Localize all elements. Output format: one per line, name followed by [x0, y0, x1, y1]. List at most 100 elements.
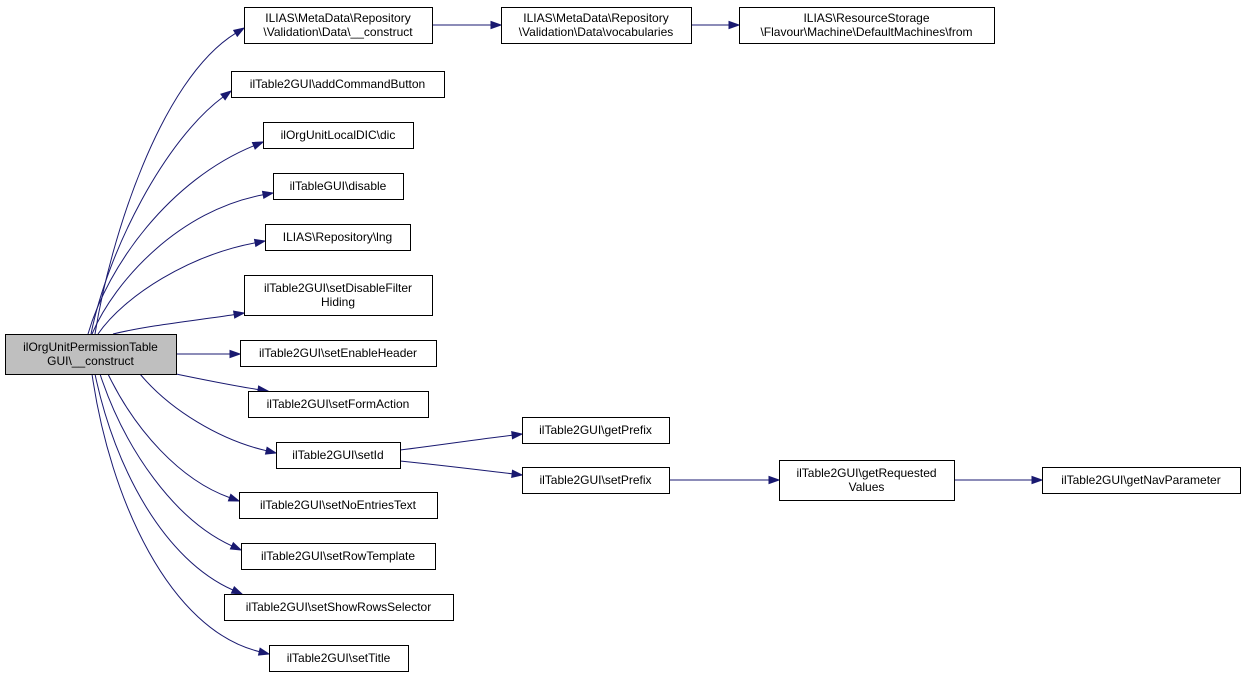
edge-root-to-n17	[99, 373, 243, 551]
function-node[interactable]: ilTable2GUI\addCommandButton	[231, 71, 445, 98]
edges-layer	[87, 20, 1044, 656]
edge-arrowhead	[232, 27, 246, 38]
edge-root-to-n5	[87, 141, 265, 335]
node-box	[224, 594, 454, 621]
edge-arrowhead	[229, 541, 243, 551]
node-box	[522, 417, 670, 444]
node-label-line: ilOrgUnitPermissionTable	[23, 340, 158, 354]
edge-arrowhead	[257, 647, 271, 656]
node-label-line: GUI\__construct	[47, 354, 134, 368]
function-node[interactable]: ILIAS\ResourceStorage\Flavour\Machine\De…	[739, 7, 995, 44]
node-label-line: \Flavour\Machine\DefaultMachines\from	[760, 25, 972, 39]
edge-arrowhead	[490, 20, 503, 30]
edge-line	[112, 314, 235, 335]
edge-line	[87, 145, 254, 335]
node-label-line: ilTable2GUI\getPrefix	[539, 423, 652, 437]
edge-arrowhead	[251, 141, 265, 150]
node-label-line: ilTable2GUI\setDisableFilter	[264, 281, 412, 295]
edge-arrowhead	[728, 20, 741, 30]
edge-n2-to-n3	[691, 20, 741, 30]
function-node[interactable]: ilTable2GUI\setFormAction	[248, 391, 429, 418]
edge-n14-to-n15	[954, 475, 1044, 485]
edge-root-to-n4	[90, 90, 233, 335]
edge-arrowhead	[230, 585, 244, 595]
function-node[interactable]: ilTable2GUI\setPrefix	[522, 467, 670, 494]
node-box	[739, 7, 995, 44]
node-box	[244, 7, 433, 44]
edge-line	[91, 373, 260, 653]
node-box	[501, 7, 692, 44]
edge-line	[97, 242, 256, 335]
edge-root-to-n8	[112, 310, 246, 335]
node-box	[240, 340, 437, 367]
function-node[interactable]: ILIAS\MetaData\Repository\Validation\Dat…	[501, 7, 692, 44]
edge-root-to-n1	[94, 27, 246, 335]
function-node[interactable]: ilTableGUI\disable	[273, 173, 404, 200]
edge-root-to-n16	[107, 373, 241, 502]
edge-root-to-n11	[139, 373, 278, 455]
node-label-line: ILIAS\MetaData\Repository	[265, 11, 410, 25]
node-label-line: ilTable2GUI\setFormAction	[267, 397, 410, 411]
edge-line	[139, 373, 267, 452]
node-box	[231, 71, 445, 98]
edge-root-to-n7	[97, 238, 267, 335]
edge-arrowhead	[220, 90, 233, 101]
node-label-line: ilTable2GUI\setTitle	[287, 651, 391, 665]
node-box	[269, 645, 409, 672]
edge-line	[94, 32, 236, 335]
edge-line	[99, 373, 233, 547]
edge-arrowhead	[261, 190, 275, 199]
node-box	[522, 467, 670, 494]
edge-root-to-n19	[91, 373, 271, 656]
edge-n13-to-n14	[669, 475, 781, 485]
function-node[interactable]: ilTable2GUI\setId	[276, 442, 401, 469]
edge-line	[399, 460, 513, 475]
edge-arrowhead	[511, 431, 524, 440]
node-label-line: ilOrgUnitLocalDIC\dic	[281, 128, 396, 142]
node-label-line: ilTableGUI\disable	[290, 179, 387, 193]
function-node[interactable]: ilTable2GUI\setNoEntriesText	[239, 492, 438, 519]
node-label-line: ilTable2GUI\addCommandButton	[250, 77, 425, 91]
edge-root-to-n18	[94, 373, 244, 595]
function-node[interactable]: ilTable2GUI\setTitle	[269, 645, 409, 672]
edge-root-to-n9	[176, 349, 242, 359]
function-node[interactable]: ilTable2GUI\getNavParameter	[1042, 467, 1241, 494]
node-label-line: Hiding	[321, 295, 355, 309]
function-node[interactable]: ilTable2GUI\setEnableHeader	[240, 340, 437, 367]
node-label-line: ilTable2GUI\setId	[292, 448, 383, 462]
edge-line	[91, 194, 264, 335]
node-box	[241, 543, 436, 570]
function-node[interactable]: ilOrgUnitLocalDIC\dic	[263, 122, 414, 149]
edge-arrowhead	[229, 349, 242, 359]
node-box	[263, 122, 414, 149]
edge-line	[399, 434, 513, 451]
edge-n1-to-n2	[432, 20, 503, 30]
edge-arrowhead	[768, 475, 781, 485]
node-label-line: ilTable2GUI\setPrefix	[539, 473, 651, 487]
node-box	[239, 492, 438, 519]
function-node[interactable]: ilTable2GUI\getPrefix	[522, 417, 670, 444]
edge-arrowhead	[511, 469, 524, 478]
edge-root-to-n10	[175, 373, 270, 394]
node-box	[273, 173, 404, 200]
node-box	[779, 460, 955, 501]
edge-root-to-n6	[91, 190, 275, 335]
edge-arrowhead	[1031, 475, 1044, 485]
edge-line	[175, 373, 259, 390]
function-node[interactable]: ILIAS\Repository\lng	[265, 224, 411, 251]
function-node[interactable]: ilTable2GUI\setRowTemplate	[241, 543, 436, 570]
node-label-line: ILIAS\MetaData\Repository	[523, 11, 668, 25]
edge-line	[90, 96, 224, 335]
node-box	[244, 275, 433, 316]
function-node[interactable]: ilTable2GUI\setShowRowsSelector	[224, 594, 454, 621]
node-label-line: \Validation\Data\__construct	[263, 25, 413, 39]
edge-arrowhead	[253, 238, 267, 248]
node-label-line: ilTable2GUI\getRequested	[796, 466, 936, 480]
function-node[interactable]: ILIAS\MetaData\Repository\Validation\Dat…	[244, 7, 433, 44]
node-label-line: Values	[849, 480, 885, 494]
